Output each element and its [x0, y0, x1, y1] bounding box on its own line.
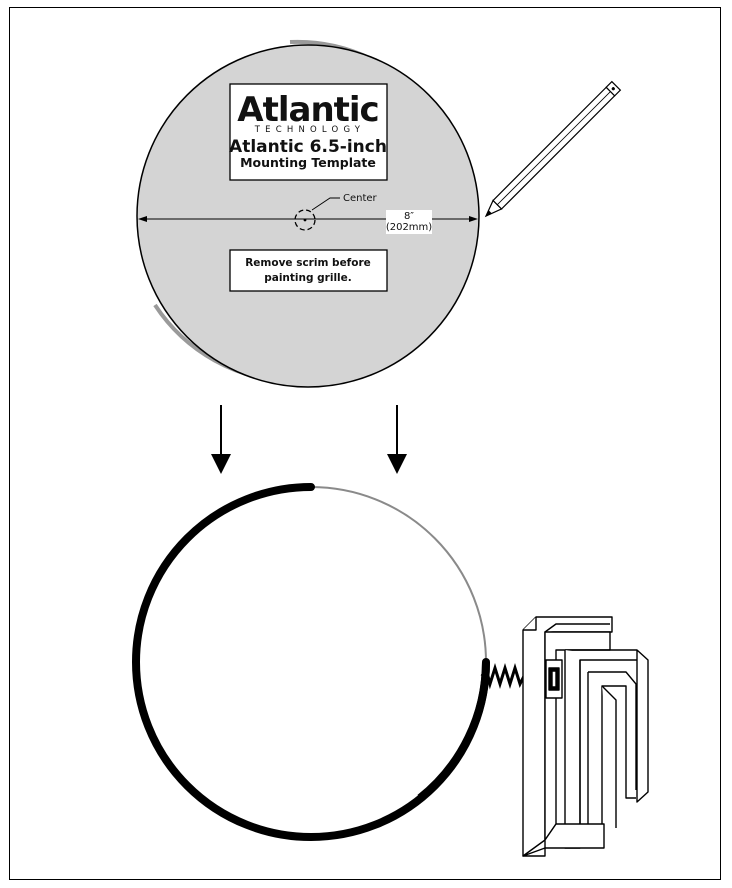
note-line2: painting grille. [264, 272, 352, 284]
pencil-icon [484, 80, 622, 218]
note-line1: Remove scrim before [245, 257, 371, 269]
center-leader [311, 197, 340, 211]
center-mark [294, 209, 316, 231]
note-box [229, 249, 388, 292]
dimension-mm: (202mm) [386, 222, 432, 233]
cut-circle-thick-lower [417, 661, 490, 802]
dimension-arrow-right [469, 216, 478, 222]
dimension-arrow-left [138, 216, 147, 222]
dimension-label-bg [386, 210, 432, 234]
template-subtitle: Mounting Template [240, 155, 376, 170]
logo-sub: TECHNOLOGY [254, 125, 365, 135]
center-dot [303, 218, 307, 222]
center-label: Center [343, 193, 378, 204]
logo-word: Atlantic [237, 90, 378, 130]
clamp-icon [522, 616, 649, 857]
title-box [229, 83, 388, 181]
cut-outline [132, 483, 490, 841]
mounting-template: Atlantic TECHNOLOGY Atlantic 6.5-inch Mo… [136, 39, 480, 388]
spring-icon [480, 662, 526, 690]
template-title: Atlantic 6.5-inch [229, 137, 387, 157]
template-disc [136, 44, 480, 388]
dimension-inches: 8″ [404, 211, 414, 222]
